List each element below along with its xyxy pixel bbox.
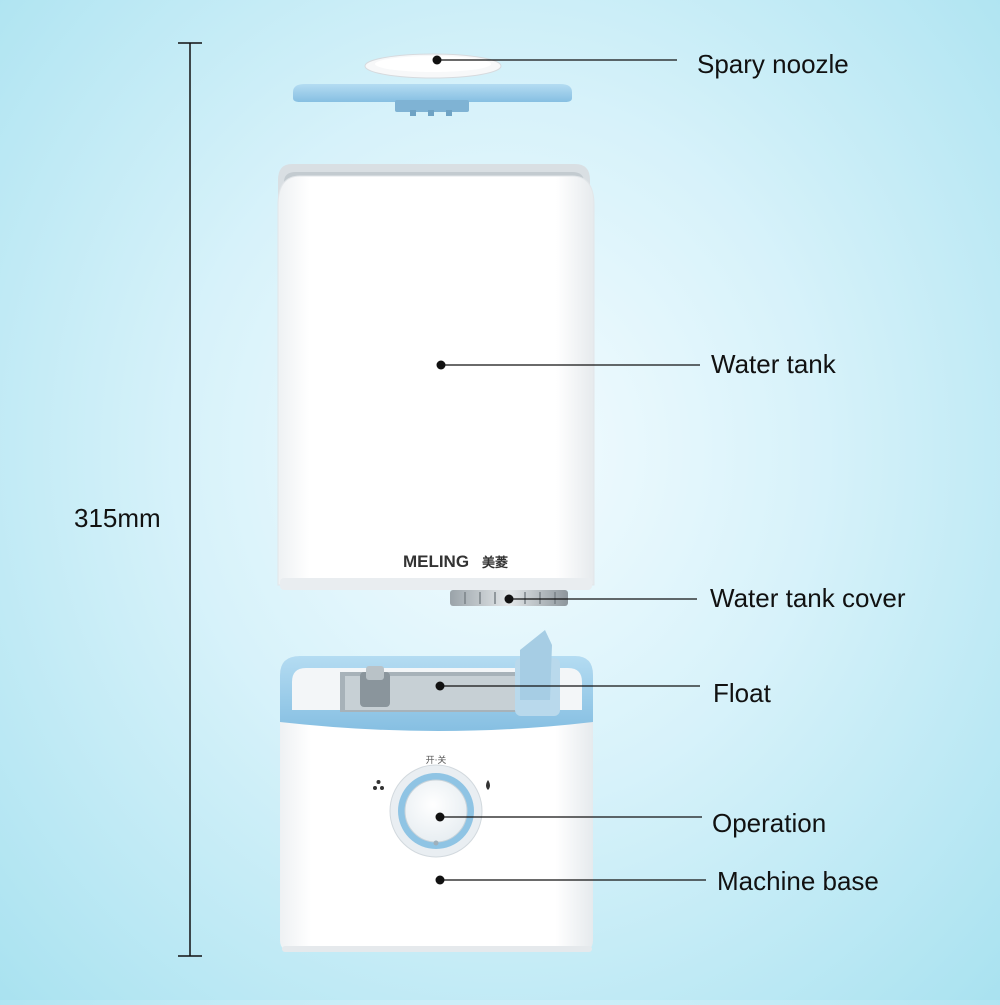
leader-lines [432, 55, 706, 885]
knob-switch-label: 开·关 [426, 754, 447, 766]
spray-noozle-part [293, 53, 572, 116]
water-tank-part: MELING 美菱 [277, 164, 595, 590]
label-water-tank: Water tank [711, 349, 836, 379]
height-dimension [178, 42, 202, 957]
height-dimension-label: 315mm [74, 503, 161, 533]
operation-knob: 开·关 [373, 754, 490, 858]
label-operation: Operation [712, 808, 827, 838]
high-mist-icon [486, 780, 490, 790]
brand-logo-chinese: 美菱 [482, 555, 508, 571]
brand-logo-latin: MELING [403, 552, 469, 571]
label-machine-base: Machine base [717, 866, 879, 896]
label-spray-noozle: Spary noozle [697, 49, 849, 79]
machine-base-part [280, 630, 593, 952]
low-mist-icon [373, 780, 384, 790]
label-water-tank-cover: Water tank cover [710, 583, 906, 613]
label-float: Float [713, 678, 771, 708]
